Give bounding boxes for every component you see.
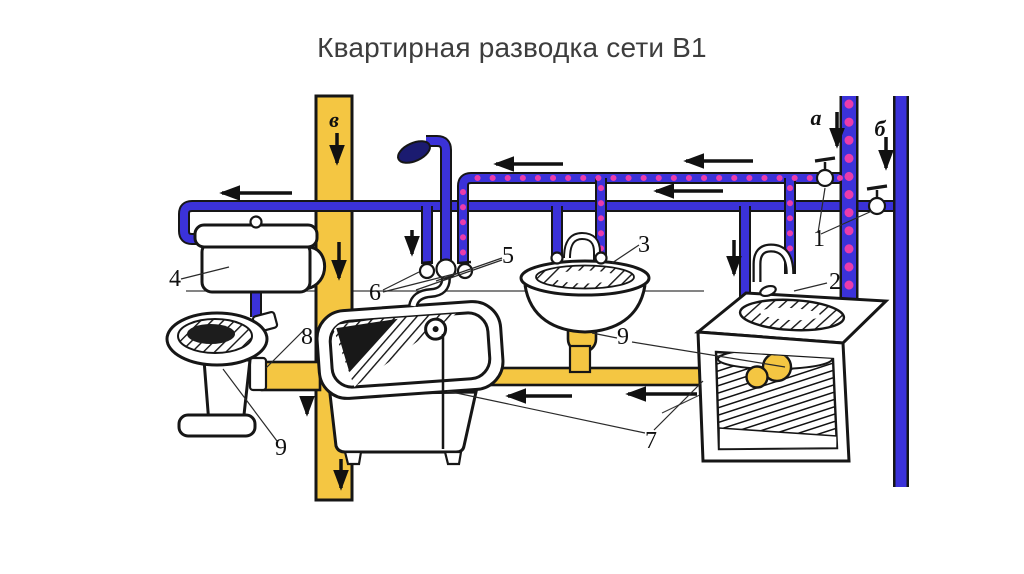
cabinet-floor: [718, 427, 837, 449]
washbasin-valve-left: [550, 251, 564, 265]
washbasin-bowl: [523, 284, 647, 334]
flow-arrows: [219, 112, 894, 491]
bathtub-apron: [328, 390, 478, 454]
callout-9-sink: 9: [617, 324, 629, 350]
toilet-cistern: [193, 215, 327, 294]
washbasin: [519, 231, 651, 334]
kitchen-sink-cabinet: [694, 243, 890, 463]
bathtub-foot-left: [343, 450, 363, 466]
bathtub-shadow: [336, 318, 398, 373]
toilet: [165, 310, 279, 438]
cistern-body: [200, 240, 312, 294]
bath-mixer-body: [435, 258, 457, 280]
callout-4: 4: [169, 266, 181, 292]
cold-water-main: [180, 202, 901, 243]
riser-label-b: б: [875, 116, 887, 141]
slide-title: Квартирная разводка сети В1: [317, 32, 707, 63]
callout-6: 6: [369, 280, 381, 306]
bathtub-foot-right: [443, 450, 463, 466]
callout-7: 7: [645, 428, 657, 454]
washbasin-valve-right: [594, 251, 608, 265]
bathtub: [315, 300, 505, 466]
callout-labels: 1 2 3 4 5 6 7 8 9 9 а б в: [169, 105, 887, 461]
washbasin-faucet: [550, 231, 608, 265]
shower-head: [397, 140, 431, 164]
valve-hot-riser: [815, 168, 835, 188]
toilet-drain-branch: [260, 360, 322, 392]
cistern-knob: [249, 215, 263, 229]
riser-valves: [814, 156, 888, 216]
callout-1: 1: [813, 226, 825, 252]
callout-5: 5: [502, 243, 514, 269]
hot-water-main: [459, 174, 849, 264]
toilet-base: [177, 413, 257, 438]
kitchen-faucet: [752, 243, 795, 298]
bath-spout: [410, 277, 449, 307]
kitchen-faucet-handle: [759, 284, 777, 298]
callout-leaders: [180, 187, 873, 442]
callout-3: 3: [638, 232, 650, 258]
callout-9-toilet: 9: [275, 435, 287, 461]
floor-edge-line: [661, 391, 707, 414]
callout-8: 8: [301, 324, 313, 350]
bath-mixer: [408, 258, 474, 308]
riser-label-a: а: [811, 105, 822, 130]
water-pipes: [178, 96, 909, 487]
shower-riser-pipe: [426, 137, 450, 266]
riser-label-v: в: [329, 107, 339, 132]
bath-valve-left: [418, 262, 436, 280]
toilet-outlet: [248, 356, 268, 392]
callout-2: 2: [829, 269, 841, 295]
toilet-bowl-water: [187, 324, 235, 344]
washbasin-siphon-outlet: [568, 344, 592, 374]
